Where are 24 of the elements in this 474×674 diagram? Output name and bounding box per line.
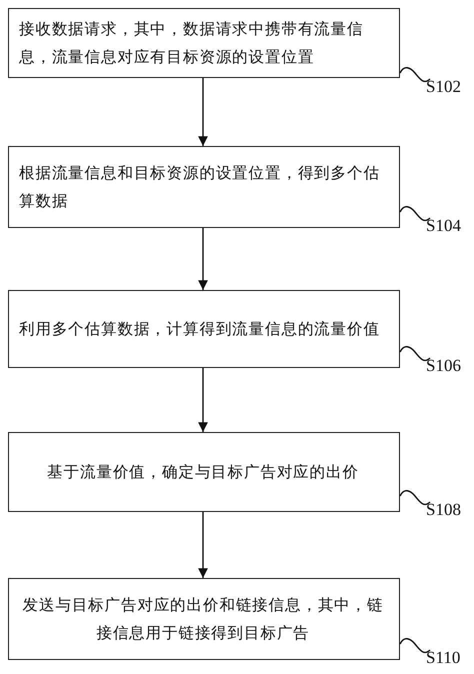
step-text: 根据流量信息和目标资源的设置位置，得到多个估算数据 bbox=[19, 163, 381, 212]
step-text: 利用多个估算数据，计算得到流量信息的流量价值 bbox=[19, 319, 381, 340]
arrow bbox=[198, 512, 208, 578]
step-text: 基于流量价值，确定与目标广告对应的出价 bbox=[46, 462, 360, 483]
leader-line bbox=[399, 206, 430, 222]
step-number: S102 bbox=[426, 77, 461, 96]
leader-line bbox=[399, 67, 430, 82]
step-number: S108 bbox=[426, 500, 461, 519]
leader-line bbox=[399, 490, 430, 506]
process-box bbox=[8, 8, 400, 78]
process-box bbox=[8, 432, 400, 512]
step-number: S110 bbox=[426, 648, 460, 667]
step-number: S104 bbox=[426, 216, 461, 235]
process-box bbox=[8, 290, 400, 368]
leader-line bbox=[399, 638, 430, 654]
step-text: 发送与目标广告对应的出价和链接信息，其中，链接信息用于链接得到目标广告 bbox=[22, 595, 384, 644]
arrow bbox=[198, 228, 208, 290]
leader-line bbox=[399, 346, 430, 362]
step-text: 接收数据请求，其中，数据请求中携带有流量信息，流量信息对应有目标资源的设置位置 bbox=[19, 19, 364, 68]
step-number: S106 bbox=[426, 356, 461, 375]
arrow bbox=[198, 368, 208, 432]
process-box bbox=[8, 578, 400, 660]
process-box bbox=[8, 146, 400, 228]
arrow bbox=[198, 78, 208, 146]
